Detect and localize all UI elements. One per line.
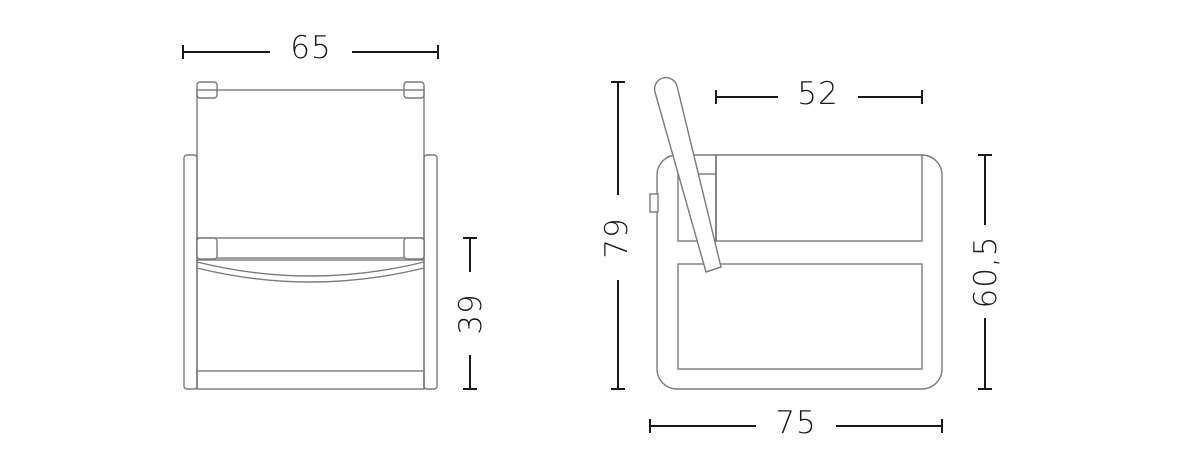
side-backrest — [653, 76, 722, 273]
dim-side-total-height-label: 79 — [599, 217, 635, 258]
front-left-frame — [183, 154, 198, 390]
front-right-frame — [423, 154, 438, 390]
front-bottom-stretcher — [196, 370, 425, 390]
dim-side-total-depth: 75 — [649, 405, 943, 441]
dim-side-arm-height-label: 60,5 — [968, 235, 1004, 308]
front-backrest — [196, 89, 425, 261]
dim-side-seat-depth: 52 — [715, 76, 923, 112]
side-back-tab — [649, 193, 659, 213]
dim-side-total-height: 79 — [599, 81, 635, 390]
dim-side-total-depth-label: 75 — [775, 405, 816, 441]
front-seat-sling — [196, 261, 425, 277]
side-seat-panel — [677, 263, 923, 370]
dim-front-width: 65 — [182, 30, 439, 66]
front-seat-rail — [196, 237, 425, 259]
dim-front-seat-height: 39 — [453, 237, 489, 390]
side-view — [649, 76, 943, 390]
front-seat-left-knob — [196, 237, 218, 260]
front-seat-sling-inner — [196, 267, 425, 283]
dim-side-seat-depth-label: 52 — [797, 76, 838, 112]
front-seat-right-knob — [403, 237, 425, 260]
front-view — [183, 81, 438, 390]
dim-front-seat-height-label: 39 — [453, 293, 489, 334]
side-arm-cushion — [715, 154, 923, 242]
dim-side-arm-height: 60,5 — [968, 154, 1004, 390]
dim-front-width-label: 65 — [290, 30, 331, 66]
